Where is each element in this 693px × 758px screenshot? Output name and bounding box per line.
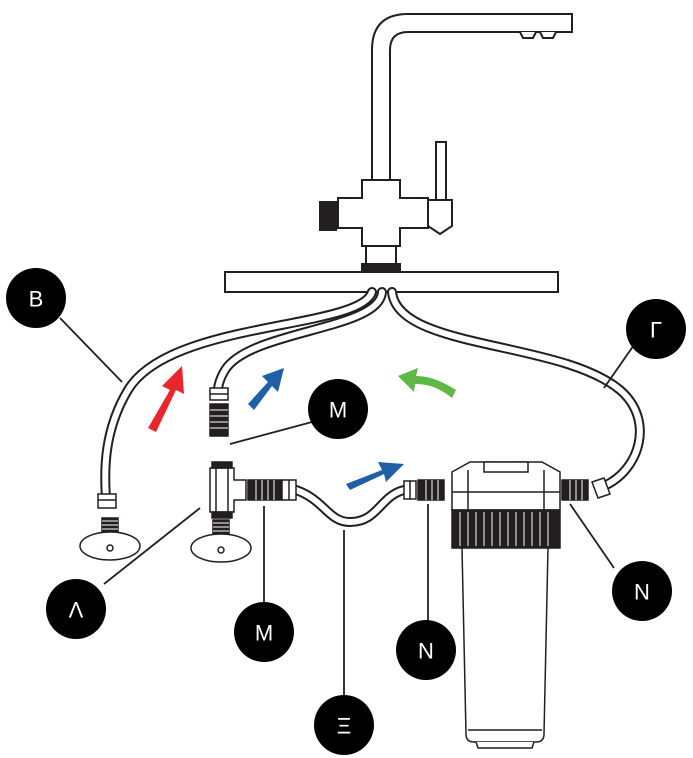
fittings <box>79 387 611 563</box>
label-xi: Ξ <box>314 695 374 755</box>
hose-b-nut <box>97 493 117 509</box>
label-n-outlet: N <box>612 561 672 621</box>
svg-text:Λ: Λ <box>69 598 84 623</box>
filter-inlet-adapter <box>417 479 445 501</box>
faucet <box>224 13 573 293</box>
label-g: Γ <box>626 299 686 359</box>
faucet-spout <box>371 13 573 185</box>
leader-lines <box>59 317 637 700</box>
faucet-left-knob <box>319 201 337 231</box>
flow-arrows <box>148 366 456 490</box>
hose-g <box>387 287 645 491</box>
blue-arrow-lower <box>346 462 404 490</box>
filter-housing <box>451 461 561 749</box>
label-b: B <box>6 268 66 328</box>
blue-arrow-upper <box>248 368 284 410</box>
filter-collar <box>451 509 561 549</box>
svg-text:Γ: Γ <box>650 318 662 343</box>
label-n-inlet: N <box>396 620 456 680</box>
faucet-lever <box>435 141 447 201</box>
label-bubbles: B Γ M Λ M N N Ξ <box>6 268 686 755</box>
adapter-upper <box>209 403 229 437</box>
svg-text:B: B <box>29 287 44 312</box>
svg-text:N: N <box>418 639 434 664</box>
filter-outlet-adapter <box>561 479 589 501</box>
svg-text:Ξ: Ξ <box>337 714 351 739</box>
green-arrow <box>398 368 456 398</box>
svg-text:M: M <box>255 621 273 646</box>
filter-bowl <box>461 547 549 743</box>
label-m-lower: M <box>234 602 294 662</box>
adapter-lower <box>247 479 283 501</box>
svg-text:N: N <box>634 580 650 605</box>
faucet-body <box>337 179 429 247</box>
svg-text:M: M <box>329 398 347 423</box>
label-lambda: Λ <box>46 579 106 639</box>
red-arrow <box>148 366 184 432</box>
label-m-upper: M <box>308 379 368 439</box>
